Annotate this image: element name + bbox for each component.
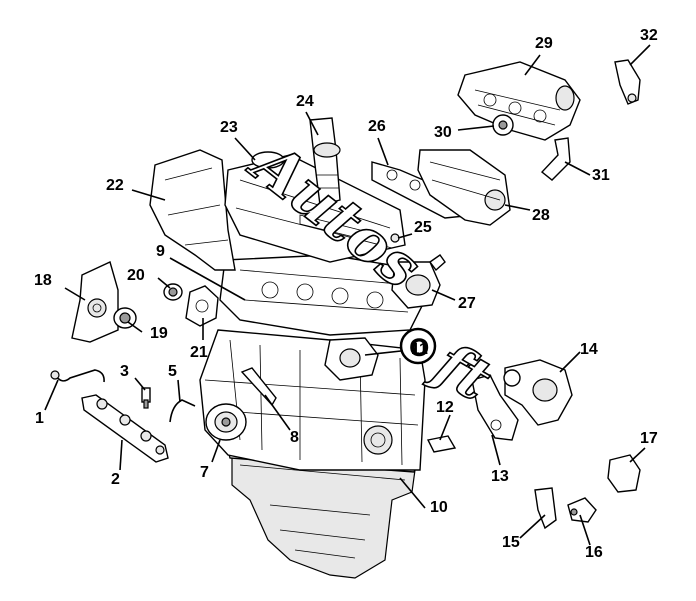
tensioner-pulley [163,283,183,301]
cylinder-head [219,254,426,336]
callout-20: 20 [127,267,145,284]
watermark-circle [399,327,437,365]
camshaft-sensor [567,497,597,523]
callout-26: 26 [368,118,386,135]
breather-pipe [169,399,196,423]
timing-cover [149,149,236,271]
callout-30: 30 [434,124,452,141]
callout-10: 10 [430,499,448,516]
callout-3: 3 [120,363,129,380]
watermark-circle-letter: O [409,334,429,362]
callout-24: 24 [296,93,314,110]
callout-17: 17 [640,430,658,447]
thermostat-housing [492,114,514,136]
callout-25: 25 [414,219,432,236]
callout-18: 18 [34,272,52,289]
oil-filler-tube [309,117,341,206]
callout-1: 1 [35,410,44,427]
callout-2: 2 [111,471,120,488]
throttle-body [324,337,379,381]
cam-sprocket [185,285,219,327]
exhaust-manifold [417,149,511,226]
callout-28: 28 [532,207,550,224]
fuel-rail [81,394,169,463]
engine-block [199,329,426,471]
callout-19: 19 [150,325,168,342]
callout-23: 23 [220,119,238,136]
callout-8: 8 [290,429,299,446]
callout-7: 7 [200,464,209,481]
callout-11: 11 [411,341,428,358]
callout-12: 12 [436,399,454,416]
pump-bracket [471,374,519,441]
callout-22: 22 [106,177,124,194]
callout-15: 15 [502,534,520,551]
pipe-fitting [50,370,60,380]
sensor-bracket [534,487,557,530]
engine-mount-bracket [607,454,641,493]
callout-32: 32 [640,27,658,44]
coolant-hose [540,137,571,181]
oil-pan [231,454,416,579]
callout-27: 27 [458,295,476,312]
leader-lines [44,44,651,546]
pressure-sensor [141,387,151,409]
callout-29: 29 [535,35,553,52]
water-pump [503,359,573,426]
callout-14: 14 [580,341,598,358]
fuel-return-pipe [54,369,105,383]
callout-13: 13 [491,468,509,485]
mounting-bracket [614,59,641,105]
callout-16: 16 [585,544,603,561]
egr-valve [391,254,446,309]
valve-cover [224,151,406,263]
callout-31: 31 [592,167,610,184]
crank-pulley [205,403,247,441]
callout-21: 21 [190,344,208,361]
callout-5: 5 [168,363,177,380]
callout-9: 9 [156,243,165,260]
belt-backing-plate [71,261,119,343]
intake-manifold [457,61,581,141]
dipstick-tube [240,367,277,407]
